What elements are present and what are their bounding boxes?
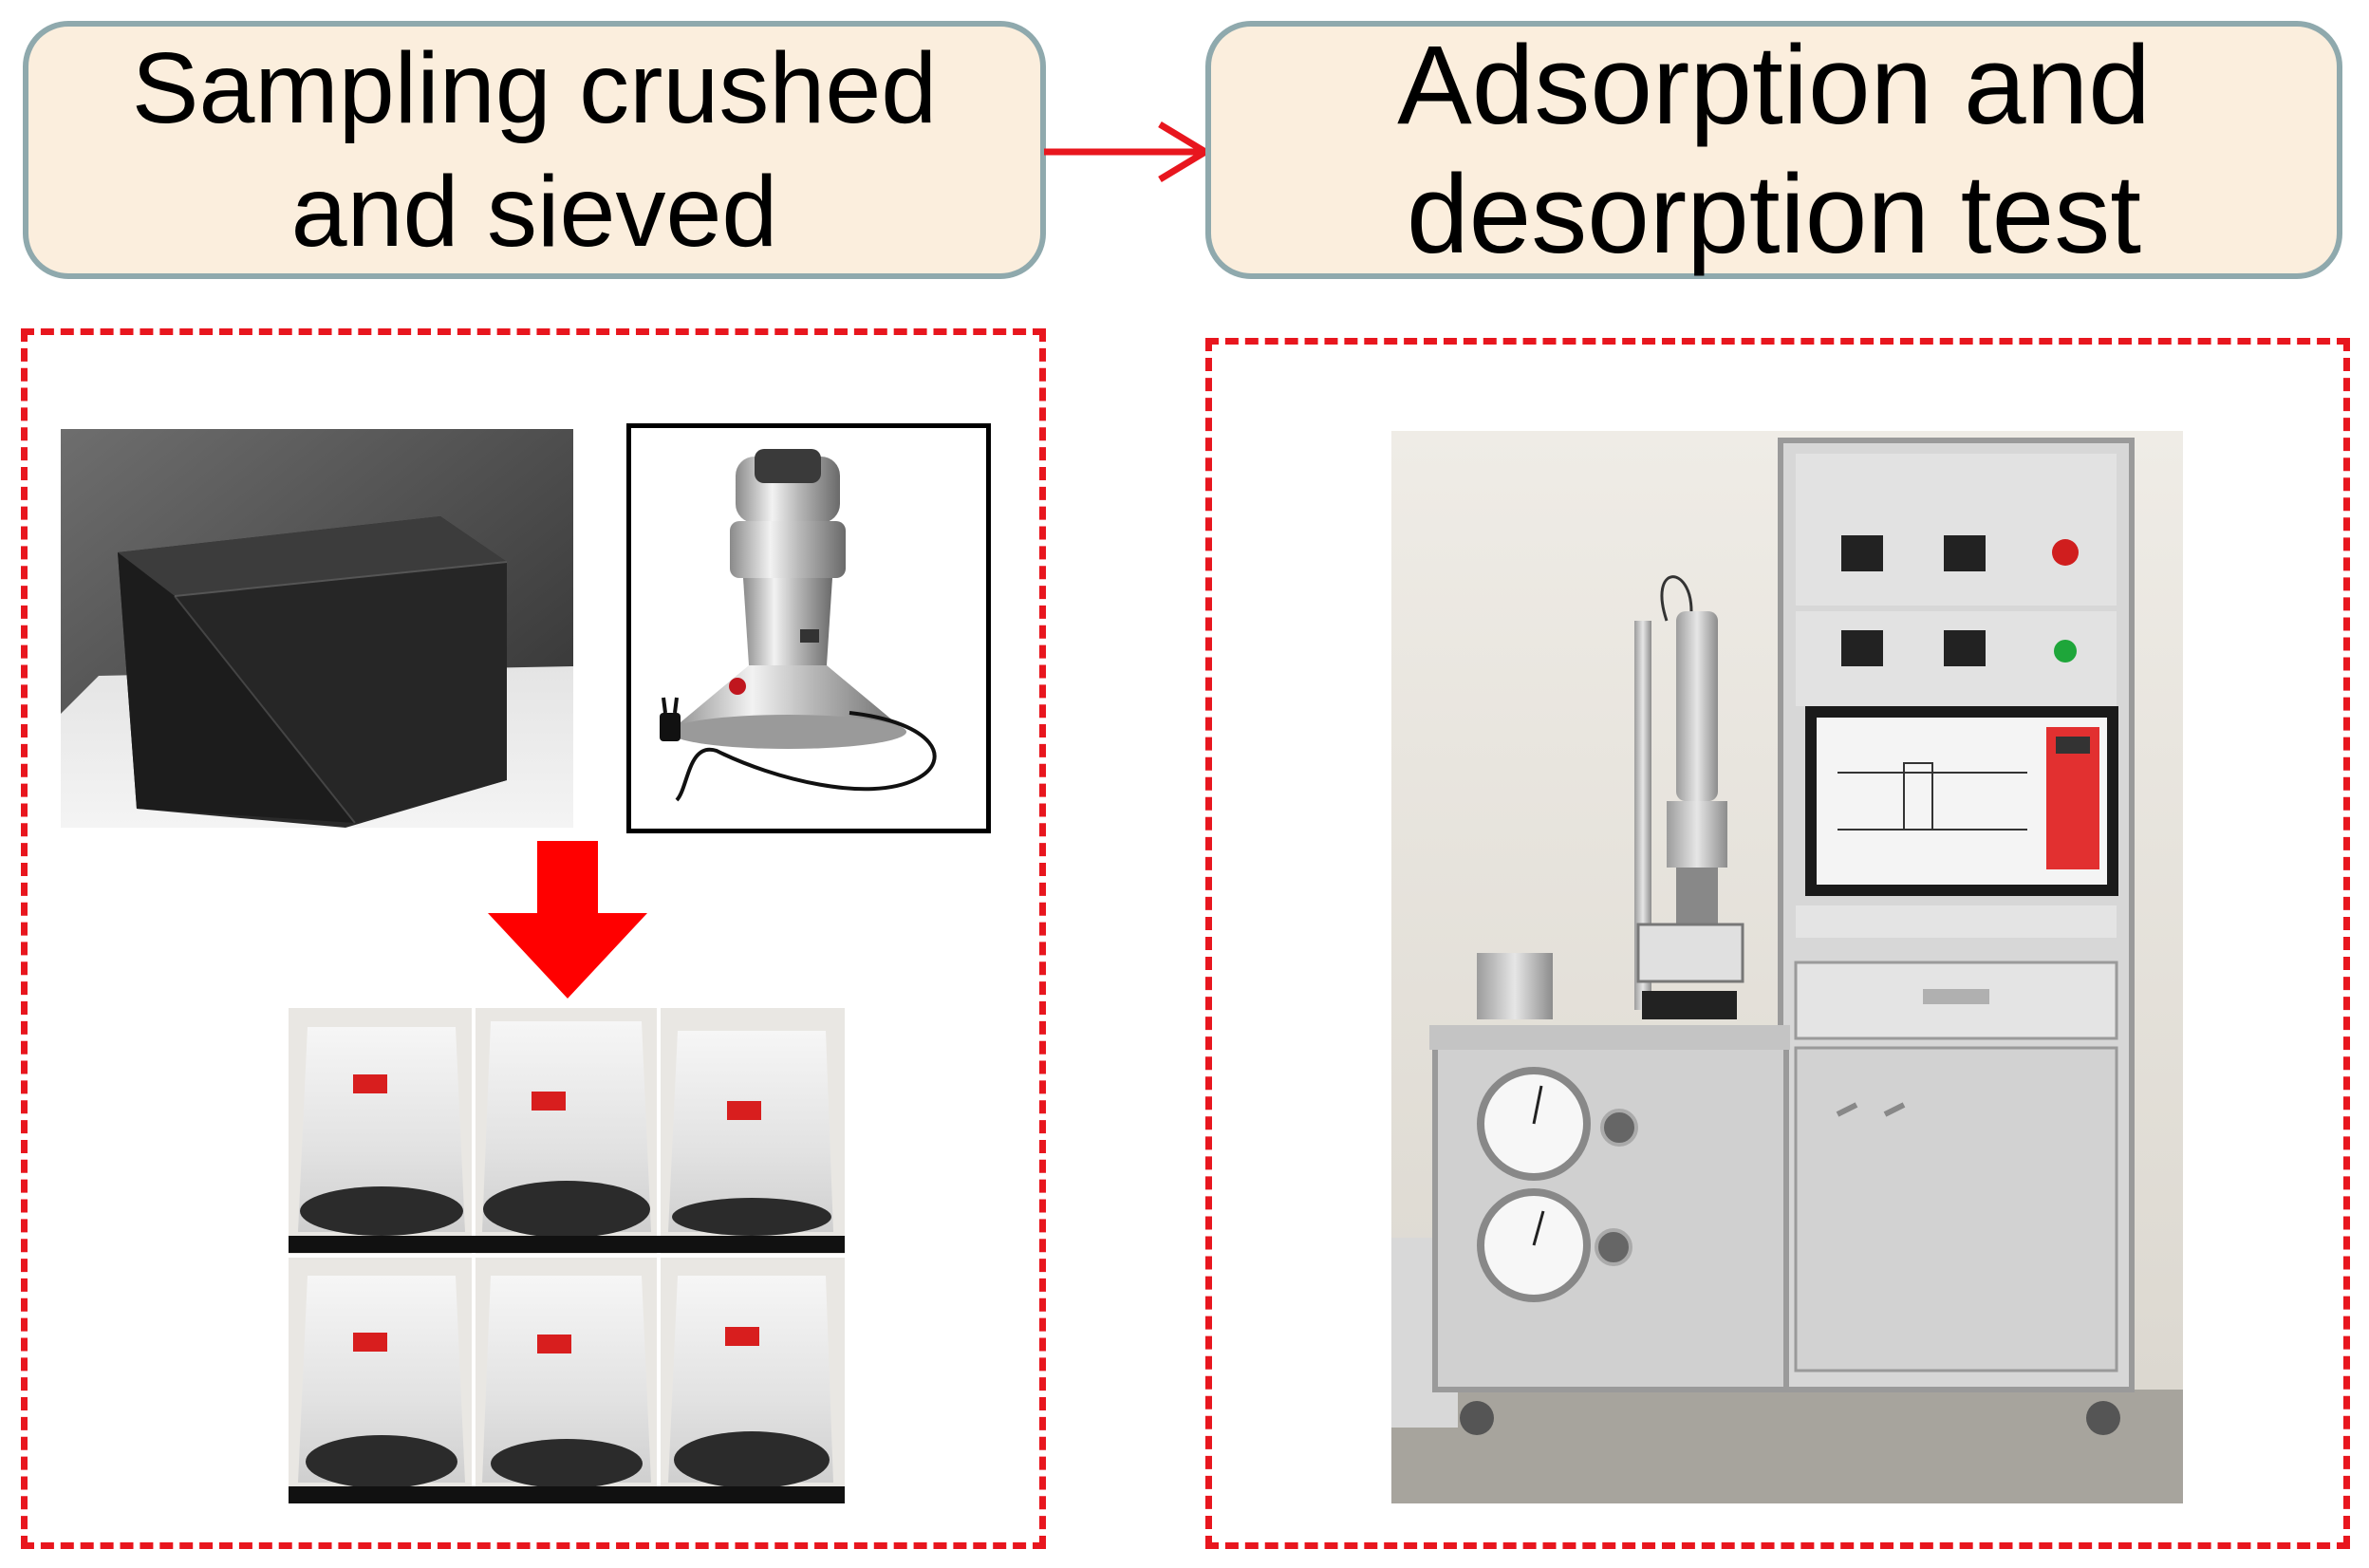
step-box-adsorption: Adsorption and desorption test: [1205, 21, 2342, 279]
coal-block-photo: [61, 429, 573, 828]
grinder-photo: [626, 423, 991, 833]
adsorption-panel: [1205, 338, 2350, 1549]
down-arrow-icon: [488, 841, 647, 999]
right-arrow-icon: [1044, 121, 1212, 182]
sample-bags-photo: [289, 1008, 845, 1503]
step-box-sampling: Sampling crushed and sieved: [23, 21, 1046, 279]
adsorption-apparatus-photo: [1391, 431, 2183, 1503]
sampling-panel: [21, 328, 1046, 1549]
step-label-adsorption: Adsorption and desorption test: [1397, 23, 2151, 277]
step-label-sampling: Sampling crushed and sieved: [131, 32, 938, 268]
